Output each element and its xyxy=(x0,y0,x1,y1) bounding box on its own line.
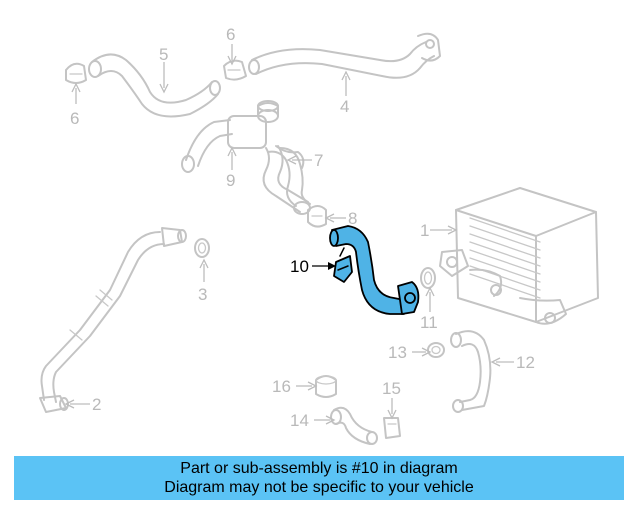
callout-16: 16 xyxy=(272,377,291,396)
callout-12: 12 xyxy=(516,353,535,372)
callout-3: 3 xyxy=(198,285,207,304)
part-10-hose-highlighted[interactable] xyxy=(329,225,420,315)
part-8-clamp xyxy=(307,205,327,228)
callout-13: 13 xyxy=(388,343,407,362)
callout-8: 8 xyxy=(348,209,357,228)
banner-line-part: Part or sub-assembly is #10 in diagram xyxy=(180,460,458,477)
callout-6-top: 6 xyxy=(226,25,235,44)
callout-5: 5 xyxy=(159,45,168,64)
part-6-clamp-top xyxy=(223,59,247,81)
part-6-clamp-left xyxy=(65,62,87,84)
part-15-clip xyxy=(383,417,401,439)
part-4-hose xyxy=(248,32,441,79)
callout-4: 4 xyxy=(340,97,349,116)
callout-7: 7 xyxy=(314,151,323,170)
callout-15: 15 xyxy=(382,379,401,398)
callout-14: 14 xyxy=(290,411,309,430)
part-3-o-ring xyxy=(194,238,210,258)
part-14-elbow xyxy=(330,406,378,445)
part-11-o-ring xyxy=(420,267,436,289)
callout-6-left: 6 xyxy=(70,109,79,128)
part-5-hose xyxy=(88,53,221,118)
callout-1: 1 xyxy=(420,221,429,240)
callout-2: 2 xyxy=(92,395,101,414)
part-9-valve xyxy=(181,100,309,213)
part-12-hose xyxy=(450,330,492,413)
banner-line-disclaimer: Diagram may not be specific to your vehi… xyxy=(164,479,474,496)
callout-11: 11 xyxy=(420,313,438,332)
part-2-pipe xyxy=(39,227,187,413)
leader-lines xyxy=(64,44,514,425)
callout-9: 9 xyxy=(226,171,235,190)
part-16-cap xyxy=(315,375,337,398)
part-13-o-ring xyxy=(427,342,445,358)
info-banner: Part or sub-assembly is #10 in diagram D… xyxy=(14,456,624,500)
part-1-oil-cooler xyxy=(439,187,599,325)
callout-10: 10 xyxy=(290,257,309,276)
